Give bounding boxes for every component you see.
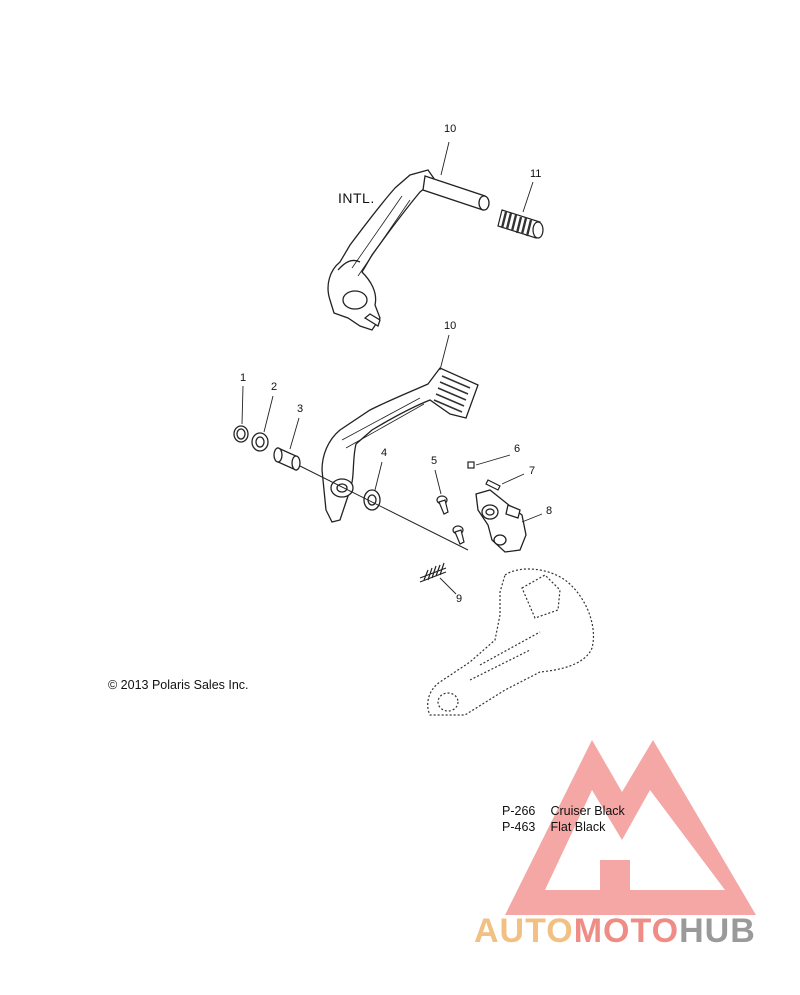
callout-10-top: 10: [444, 123, 457, 135]
brake-pedal-arm: [321, 367, 479, 523]
paint-name: Flat Black: [550, 820, 606, 834]
washer: [251, 432, 269, 452]
watermark-part-auto: AUTO: [474, 912, 574, 950]
bolt: [436, 495, 465, 545]
paint-name: Cruiser Black: [550, 804, 625, 818]
paint-code-row: P-266 Cruiser Black: [502, 803, 625, 819]
copyright-notice: © 2013 Polaris Sales Inc.: [108, 678, 249, 692]
callout-11: 11: [530, 168, 542, 180]
circlip: [233, 425, 249, 443]
callout-8: 8: [546, 505, 553, 517]
callout-9: 9: [456, 593, 463, 605]
intl-brake-pedal: [327, 169, 490, 331]
leader-lines: [241, 141, 543, 595]
washer-large: [363, 489, 381, 511]
paint-code: P-266: [502, 804, 536, 818]
region-label-intl: INTL.: [338, 190, 375, 206]
pin: [485, 479, 501, 491]
phantom-frame-outline: [427, 568, 595, 716]
return-spring: [419, 562, 447, 583]
callout-3: 3: [297, 403, 304, 415]
paint-code-row: P-463 Flat Black: [502, 819, 625, 835]
watermark-part-moto: MOTO: [573, 912, 680, 950]
callout-2: 2: [271, 381, 278, 393]
nut: [467, 461, 475, 469]
paint-code-legend: P-266 Cruiser Black P-463 Flat Black: [502, 803, 625, 835]
callout-7: 7: [529, 465, 536, 477]
paint-code: P-463: [502, 820, 536, 834]
watermark-brand-text: AUTOMOTOHUB: [474, 912, 756, 951]
callout-4: 4: [381, 447, 388, 459]
callout-5: 5: [431, 455, 438, 467]
bushing: [273, 446, 301, 472]
callout-1: 1: [240, 372, 247, 384]
callout-10-main: 10: [444, 320, 457, 332]
assembly-axis-line: [299, 465, 469, 551]
callout-6: 6: [514, 443, 521, 455]
watermark-logo-triangle: [505, 740, 756, 915]
brake-switch-assembly: [475, 489, 527, 553]
rubber-peg: [497, 209, 544, 239]
watermark-part-hub: HUB: [679, 912, 756, 950]
